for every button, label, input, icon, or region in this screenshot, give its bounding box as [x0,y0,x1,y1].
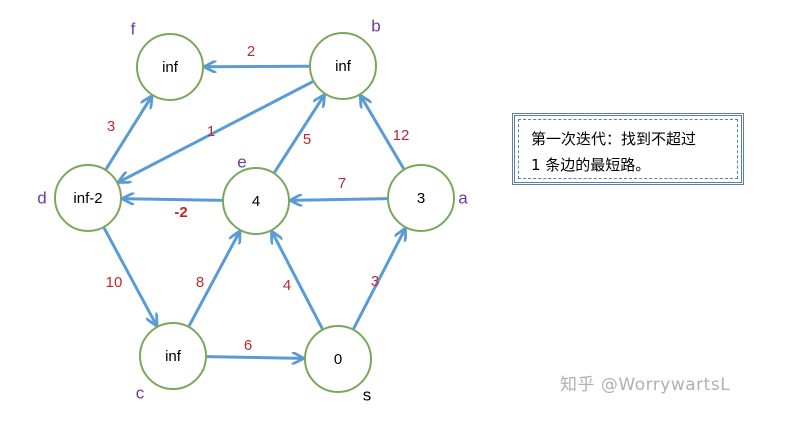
node-circle-a [387,164,455,232]
edge-c-to-s [206,357,303,359]
node-s: 0s [304,325,372,404]
edge-b-to-d [119,80,314,182]
node-circle-b [309,32,377,100]
watermark: 知乎 @WorrywartsL [560,375,731,395]
edge-weight-b-to-f: 2 [247,43,255,60]
node-value-d: inf-2 [73,190,102,207]
edge-weight-d-to-c: 10 [106,274,123,291]
node-label-s: s [363,385,372,404]
edge-a-to-e [291,199,388,201]
iteration-note: 第一次迭代：找到不超过 1 条边的最短路。 [512,113,744,185]
edge-weight-a-to-e: 7 [338,175,346,192]
node-label-f: f [131,19,136,38]
edge-weight-s-to-a: 3 [371,273,379,290]
edge-d-to-f [104,97,151,170]
edge-b-to-f [205,66,310,67]
node-circle-e [222,167,290,235]
edge-a-to-b [361,96,405,170]
node-circle-f [136,33,204,101]
edge-weight-d-to-f: 3 [107,118,115,135]
node-d: inf-2 d [37,164,122,232]
edge-s-to-e [272,232,324,330]
node-label-d: d [37,188,46,207]
iteration-note-text: 第一次迭代：找到不超过 1 条边的最短路。 [531,126,741,178]
node-circle-c [139,322,207,390]
edge-weight-e-to-d: -2 [174,204,187,221]
edge-s-to-a [352,229,405,330]
node-b: inf b [309,16,381,100]
edge-weight-s-to-e: 4 [283,277,291,294]
node-value-e: 4 [252,193,260,210]
node-value-s: 0 [334,351,342,368]
edge-d-to-c [102,227,156,325]
node-e: 4e [222,152,290,235]
edge-e-to-b [273,95,324,174]
node-value-f: inf [162,59,179,76]
edge-weight-b-to-d: 1 [207,123,215,140]
node-f: inf f [131,19,204,101]
edges-layer: 2 3 1 5 12 7 -2 10 8 4 3 6 [102,43,410,359]
node-value-a: 3 [417,190,425,207]
note-line-2: 1 条边的最短路。 [531,156,651,174]
node-label-a: a [458,188,468,207]
edge-weight-c-to-s: 6 [244,337,252,354]
edge-weight-e-to-b: 5 [303,131,311,148]
node-circle-d [54,164,122,232]
edge-e-to-d [123,199,223,201]
node-circle-s [304,325,372,393]
edge-weight-c-to-e: 8 [196,274,204,291]
node-value-c: inf [165,348,182,365]
node-label-b: b [371,16,380,35]
edge-weight-a-to-b: 12 [393,127,410,144]
node-c: inf c [136,322,207,402]
note-line-1: 第一次迭代：找到不超过 [531,130,697,148]
edge-c-to-e [187,232,239,327]
node-label-e: e [237,152,246,171]
node-value-b: inf [335,58,352,75]
node-label-c: c [136,383,145,402]
